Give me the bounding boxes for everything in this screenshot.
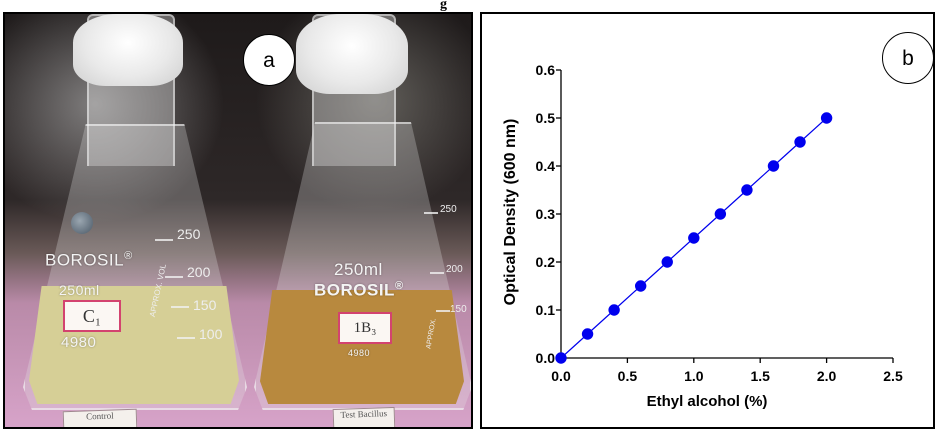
graduation-250: 250 [440, 204, 457, 215]
code-text: 4980 [61, 334, 97, 351]
data-point [714, 208, 727, 220]
data-point [794, 136, 806, 148]
od-chart: 0.0 0.1 0.2 0.3 0.4 0.5 0.6 0.0 0.5 1.0 1.5 2.0 2.5E… [502, 62, 903, 410]
graduation-line [430, 272, 444, 274]
x-axis-label: Ethyl alcohol (%) [647, 393, 768, 410]
graduation-line [424, 212, 438, 214]
brand-name: BOROSIL [314, 280, 395, 300]
x-tick-label: 1.5 [750, 368, 770, 384]
graduation-200: 200 [187, 264, 211, 280]
data-point [661, 256, 673, 268]
graduation-line [177, 337, 195, 339]
flask-emblem [71, 212, 93, 234]
volume-text: 250ml [334, 260, 383, 279]
code-text: 4980 [348, 348, 371, 358]
x-tick-label: 2.0 [817, 368, 837, 384]
figure-caption-fragment: g [440, 0, 447, 12]
control-slip: Control [62, 408, 138, 427]
data-point [741, 184, 753, 196]
brand-text: BOROSIL® [314, 280, 404, 301]
y-tick-label: 0.0 [536, 350, 556, 366]
graduation-150: 150 [193, 297, 217, 313]
y-tick-label: 0.5 [536, 110, 556, 126]
y-tick-label: 0.2 [536, 254, 556, 270]
data-point [688, 232, 700, 244]
graduation-100: 100 [199, 326, 223, 342]
test-liquid [260, 290, 464, 404]
test-flask: 250ml BOROSIL® 1B₃ 4980 250 200 150 APPR… [250, 14, 471, 424]
graduation-line [155, 239, 173, 241]
graduation-line [165, 276, 183, 278]
data-point [555, 352, 567, 364]
graduation-line [436, 310, 450, 312]
brand-name: BOROSIL [45, 250, 125, 270]
data-point [581, 328, 594, 340]
x-tick-label: 0.5 [618, 368, 638, 384]
y-tick-label: 0.4 [536, 158, 556, 174]
graduation-200: 200 [446, 264, 463, 275]
registered-mark: ® [394, 280, 404, 292]
graduation-250: 250 [177, 226, 201, 242]
y-axis-label: Optical Density (600 nm) [502, 119, 519, 306]
panel-b-label: b [882, 32, 934, 84]
x-tick-label: 0.0 [551, 368, 571, 384]
data-point [608, 304, 620, 316]
cotton-plug [296, 14, 408, 94]
graduation-150: 150 [450, 304, 467, 315]
data-point [820, 112, 833, 124]
cotton-plug [73, 14, 183, 86]
panel-a-label: a [243, 34, 295, 86]
data-point [634, 280, 647, 292]
y-tick-label: 0.6 [536, 62, 556, 78]
registered-mark: ® [124, 250, 133, 262]
test-handwritten-label: 1B₃ [338, 312, 392, 344]
volume-text: 250ml [59, 282, 100, 298]
brand-text: BOROSIL® [45, 250, 133, 271]
y-tick-label: 0.1 [536, 302, 556, 318]
y-tick-label: 0.3 [536, 206, 556, 222]
x-tick-label: 1.0 [684, 368, 704, 384]
graduation-line [171, 306, 189, 308]
test-slip: Test Bacillus [332, 406, 396, 427]
control-handwritten-label: C₁ [63, 300, 121, 332]
x-tick-label: 2.5 [883, 368, 903, 384]
data-point [767, 160, 780, 172]
control-flask: BOROSIL® 250ml C₁ 4980 250 200 150 100 A… [15, 14, 250, 424]
flask-photo-panel: BOROSIL® 250ml C₁ 4980 250 200 150 100 A… [3, 12, 473, 429]
